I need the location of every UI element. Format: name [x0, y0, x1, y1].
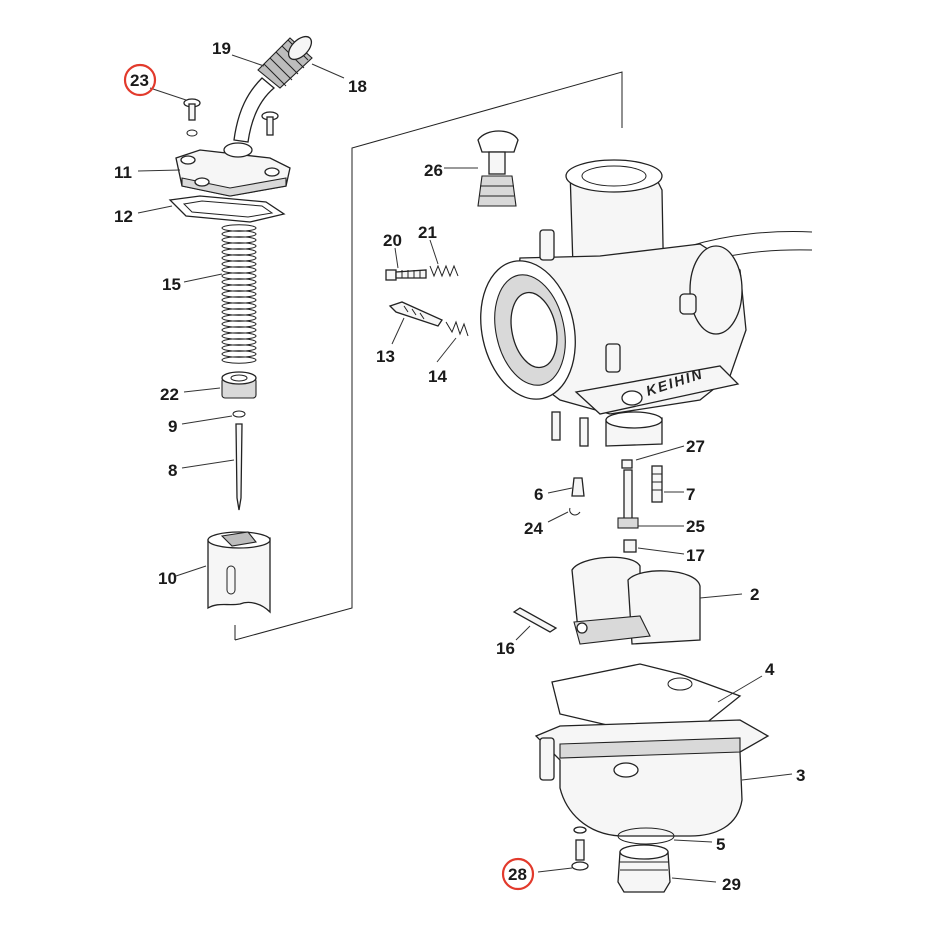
callout-2: 2: [750, 585, 759, 604]
part-adjuster-cap: [477, 130, 519, 207]
part-needle-jet-25: [617, 469, 639, 529]
callout-21: 21: [418, 223, 437, 242]
part-jet-needle: [235, 423, 243, 511]
part-needle-seat: [221, 371, 257, 399]
callout-12: 12: [114, 207, 133, 226]
callout-18: 18: [348, 77, 367, 96]
part-jet-7: [651, 465, 663, 503]
part-bowl-gasket: [551, 663, 742, 729]
part-cable-elbow: [233, 77, 276, 143]
part-air-screw: [385, 269, 427, 281]
part-screw-23b: [261, 111, 279, 136]
spring-coil: [221, 290, 257, 298]
part-pilot-screw: [388, 301, 443, 327]
part-pilot-spring: [445, 320, 469, 337]
callout-8: 8: [168, 461, 177, 480]
part-float-valve: [571, 477, 585, 497]
callout-27: 27: [686, 437, 705, 456]
spring-coil: [221, 314, 257, 322]
part-o-ring: [617, 827, 675, 845]
callout-4: 4: [765, 660, 775, 679]
highlight-circle-23: [123, 63, 157, 97]
callout-11: 11: [114, 163, 132, 182]
spring-coil: [221, 356, 257, 364]
callout-17: 17: [686, 546, 705, 565]
callout-9: 9: [168, 417, 177, 436]
callout-19: 19: [212, 39, 231, 58]
callout-28: 28: [508, 865, 527, 884]
part-top-cap: [175, 142, 291, 197]
callout-29: 29: [722, 875, 741, 894]
callout-16: 16: [496, 639, 515, 658]
part-drain-screw: [571, 826, 589, 871]
spring-coil: [221, 272, 257, 280]
part-valve-clip: [569, 507, 581, 516]
callout-22: 22: [160, 385, 179, 404]
spring-coil: [221, 236, 257, 244]
spring-coil: [221, 320, 257, 328]
callout-10: 10: [158, 569, 177, 588]
spring-coil: [221, 344, 257, 352]
spring-coil: [221, 302, 257, 310]
callout-labels: 19 18 23 11 12 15 22 9 8 10 26 20 21 13 …: [114, 39, 805, 894]
callout-25: 25: [686, 517, 705, 536]
spring-coil: [221, 260, 257, 268]
part-float-pin: [512, 607, 558, 633]
spring-coil: [221, 278, 257, 286]
part-gasket: [168, 195, 286, 223]
callout-20: 20: [383, 231, 402, 250]
spring-coil: [221, 266, 257, 274]
callout-14: 14: [428, 367, 447, 386]
callout-3: 3: [796, 766, 805, 785]
part-float: [571, 556, 701, 645]
spring-coil: [221, 224, 257, 232]
spring-coil: [221, 326, 257, 334]
part-clip: [232, 410, 246, 418]
part-cable-adjuster: [257, 35, 313, 89]
part-throttle-slide: [207, 531, 271, 614]
spring-coil: [221, 332, 257, 340]
part-carburetor-body: [480, 159, 813, 447]
part-drain-plug: [617, 844, 671, 893]
callout-23: 23: [130, 71, 149, 90]
spring-coil: [221, 350, 257, 358]
spring-coil: [221, 338, 257, 346]
spring-coil: [221, 248, 257, 256]
part-screw-23a: [183, 98, 201, 137]
spring-coil: [221, 284, 257, 292]
spring-coil: [221, 230, 257, 238]
callout-15: 15: [162, 275, 181, 294]
callout-6: 6: [534, 485, 543, 504]
part-spring: [221, 224, 257, 364]
part-air-spring: [429, 264, 459, 278]
group-frame: [234, 71, 623, 641]
spring-coil: [221, 308, 257, 316]
highlight-circle-28: [501, 857, 535, 891]
leader-lines: [137, 54, 793, 883]
callout-24: 24: [524, 519, 543, 538]
part-float-bowl: [534, 719, 770, 837]
callout-26: 26: [424, 161, 443, 180]
spring-coil: [221, 296, 257, 304]
spring-coil: [221, 242, 257, 250]
part-main-jet-17: [623, 539, 637, 553]
part-jet-27: [621, 459, 633, 469]
callout-7: 7: [686, 485, 695, 504]
callout-13: 13: [376, 347, 395, 366]
spring-coil: [221, 254, 257, 262]
callout-5: 5: [716, 835, 725, 854]
